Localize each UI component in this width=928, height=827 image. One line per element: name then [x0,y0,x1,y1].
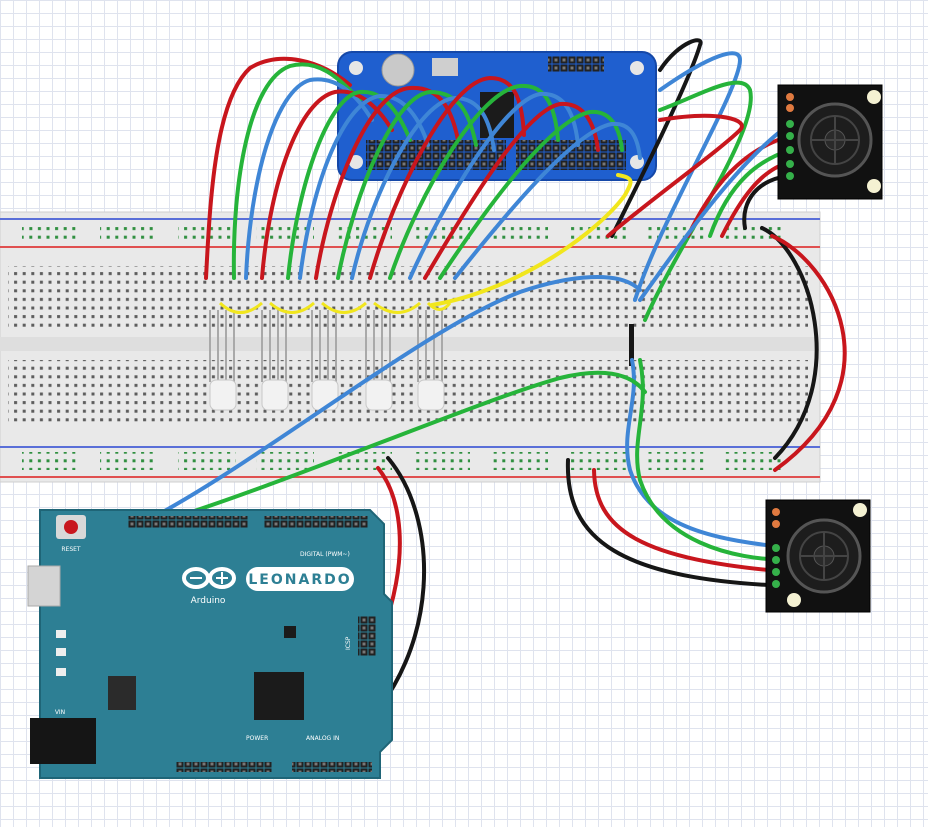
wire-green [286,89,412,280]
wire-red [368,75,526,280]
ultrasonic-sensor-bottom [765,499,871,613]
brand-text: Arduino [191,596,226,606]
wire-red [606,113,744,238]
breadboard [0,211,821,483]
led-common-jumper [218,301,452,314]
wire-blue [408,91,580,280]
reset-button-icon [64,520,78,534]
breadboard-jumper [629,324,634,366]
icsp-header [358,616,376,656]
ultrasonic-sensor-top [777,84,883,200]
wire-blue [136,275,642,527]
digital-label: DIGITAL (PWM~) [300,551,350,558]
wire-blue [453,121,642,280]
usb-port-icon [27,565,61,607]
power-label: POWER [246,735,268,742]
board-model-label: LEONARDO [248,572,351,588]
analog-label: ANALOG IN [306,735,339,742]
wire-red [770,234,847,472]
voltage-regulator [108,676,136,710]
wire-green [231,62,362,280]
bottom-power-rail-holes [22,452,782,470]
pwm-top-header [548,56,604,72]
wire-blue [625,358,792,550]
lower-terminal-strip [8,360,808,424]
icsp-label: ICSP [345,636,352,650]
wire-green [635,358,792,562]
wire-green [336,89,478,280]
rgb-led [209,310,237,411]
wire-red [592,468,792,574]
wire-blue [633,51,743,302]
analog-header [292,762,372,772]
wire-red [260,89,394,280]
wire-black [610,38,703,238]
digital-header-left [128,516,248,528]
upper-terminal-strip [8,266,808,330]
digital-header-right [264,516,368,528]
wire-green [148,370,647,527]
wire-blue [638,122,792,302]
power-jack-icon [30,718,96,764]
arduino-leonardo-board: RESET VIN DIGITAL (PWM~) POWER ANALOG IN… [27,509,393,779]
wire-red [423,101,600,280]
power-header [176,762,272,772]
rgb-led [365,310,393,411]
arduino-infinity-logo-icon [182,567,236,589]
wire-green [643,80,753,322]
wire-yellow [430,173,633,307]
rgb-led [261,310,289,411]
wire-black [565,458,792,588]
vin-label: VIN [55,709,65,716]
microcontroller-chip [254,672,304,720]
wire-blue [298,93,430,280]
wire-blue [350,95,496,280]
leonardo-logo-pill [246,567,354,591]
center-channel [0,337,820,351]
reset-label: RESET [61,546,81,553]
rgb-led-group [209,301,452,411]
pwm-driver-board [337,51,657,181]
